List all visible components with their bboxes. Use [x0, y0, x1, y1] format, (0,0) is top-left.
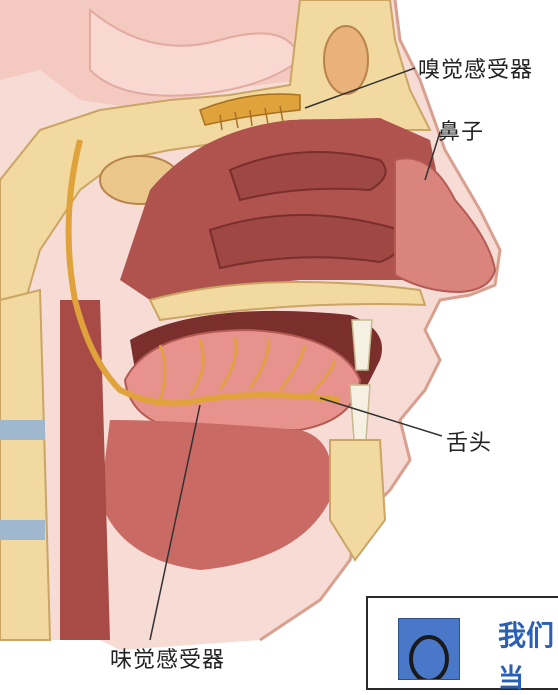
callout-subtitle: 当 [498, 658, 524, 695]
vertebra-disc-2 [0, 520, 45, 540]
sinus-cavity [324, 26, 368, 94]
tongue-label: 舌头 [446, 425, 492, 457]
olfactory-receptor-label: 嗅觉感受器 [418, 52, 533, 84]
nose-label: 鼻子 [438, 114, 484, 146]
callout-title: 我们 [498, 614, 554, 654]
anatomy-illustration [0, 0, 558, 676]
taste-receptor-label: 味觉感受器 [110, 642, 225, 674]
q-letter-icon [398, 618, 460, 680]
spine [0, 290, 50, 640]
upper-tooth [352, 320, 372, 370]
vertebra-disc [0, 420, 45, 440]
